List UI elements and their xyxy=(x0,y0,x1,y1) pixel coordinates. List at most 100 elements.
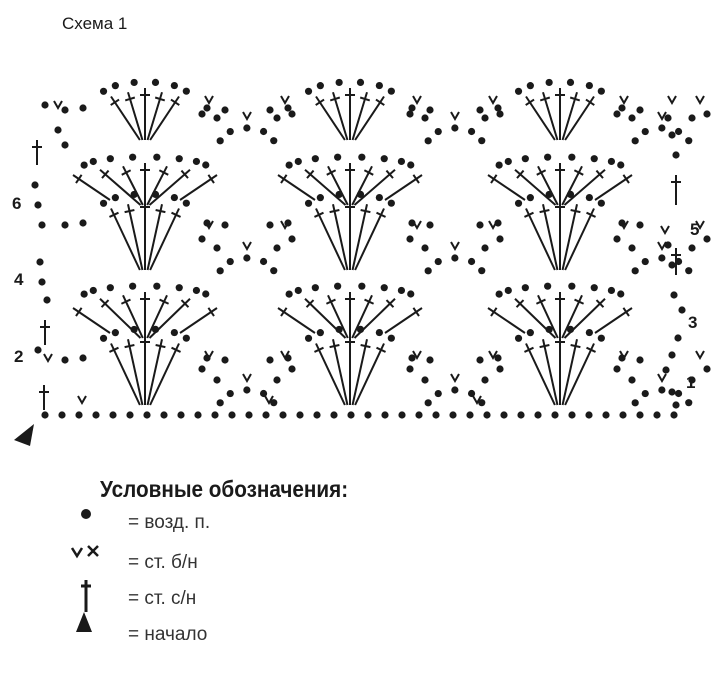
double-crochet-bar xyxy=(280,174,288,184)
chain-stitch xyxy=(216,267,224,275)
chain-stitch xyxy=(496,110,504,118)
chain-stitch xyxy=(203,104,211,112)
chain-stitch xyxy=(89,157,97,166)
chain-stitch xyxy=(504,157,512,166)
single-crochet-v xyxy=(695,350,705,361)
chain-stitch xyxy=(678,306,686,314)
single-crochet-v xyxy=(619,350,629,361)
chain-stitch xyxy=(398,411,406,419)
legend-item-double-crochet: = ст. с/н xyxy=(128,588,197,609)
chain-stitch xyxy=(406,235,414,243)
chain-stitch xyxy=(111,194,119,202)
single-crochet-v xyxy=(412,95,422,106)
chain-stitch xyxy=(288,365,296,373)
chain-stitch xyxy=(270,399,278,407)
chain-stitch xyxy=(375,193,383,202)
single-crochet-v xyxy=(264,395,274,406)
double-crochet-bar xyxy=(412,307,420,317)
double-crochet-bar xyxy=(490,307,498,317)
chain-stitch xyxy=(421,376,429,384)
chain-stitch xyxy=(613,365,621,373)
chain-stitch xyxy=(202,290,210,298)
legend-heading: Условные обозначения: xyxy=(100,476,349,502)
single-crochet-v xyxy=(619,220,629,231)
chain-stitch xyxy=(259,389,268,398)
chain-stitch xyxy=(476,221,484,229)
chain-stitch xyxy=(517,411,525,419)
chain-stitch xyxy=(424,267,432,275)
chain-stitch xyxy=(636,411,644,419)
chain-stitch xyxy=(79,354,87,362)
chain-stitch xyxy=(381,411,389,419)
single-crochet-v xyxy=(450,241,460,252)
chain-stitch xyxy=(426,221,434,229)
chain-stitch xyxy=(285,290,293,298)
double-crochet-bar xyxy=(363,169,374,176)
chain-stitch xyxy=(279,411,287,419)
chain-stitch xyxy=(483,411,491,419)
chain-stitch xyxy=(243,124,251,132)
chain-stitch xyxy=(703,365,711,373)
chain-stitch xyxy=(406,365,414,373)
double-crochet-bar xyxy=(536,169,547,176)
diagram-title: Схема 1 xyxy=(62,14,128,33)
chain-dot-icon xyxy=(81,509,91,519)
double-crochet xyxy=(542,339,559,406)
chain-stitch xyxy=(316,329,324,337)
double-crochet-bar xyxy=(306,169,315,179)
chain-stitch xyxy=(170,193,178,202)
chain-stitch xyxy=(703,235,711,243)
double-crochet-bar xyxy=(360,209,371,214)
chain-stitch xyxy=(408,354,416,362)
chain-stitch xyxy=(545,78,553,87)
double-crochet-bar xyxy=(158,169,169,176)
single-crochet-v xyxy=(204,350,214,361)
double-crochet-bar xyxy=(376,346,386,353)
single-crochet-v-icon xyxy=(70,547,84,559)
chain-stitch xyxy=(607,286,616,295)
double-crochet-bar xyxy=(100,299,110,308)
chain-stitch xyxy=(43,296,51,304)
chain-stitch xyxy=(375,328,383,337)
chain-stitch xyxy=(617,161,625,169)
chain-stitch xyxy=(245,411,253,419)
double-crochet-bar xyxy=(124,209,135,214)
double-crochet xyxy=(110,343,141,406)
double-crochet xyxy=(561,339,578,406)
double-crochet-bar xyxy=(124,96,136,102)
chain-stitch xyxy=(397,157,406,166)
double-crochet-bar xyxy=(574,298,585,305)
double-crochet xyxy=(354,208,385,271)
double-crochet-bar xyxy=(101,169,110,179)
chain-stitch xyxy=(628,244,636,252)
chain-stitch xyxy=(613,110,621,118)
chain-stitch xyxy=(130,78,138,87)
single-crochet-v xyxy=(204,95,214,106)
double-crochet xyxy=(525,208,556,271)
chain-stitch xyxy=(316,194,324,202)
double-crochet-bar xyxy=(570,209,581,214)
double-crochet-bar xyxy=(385,169,394,179)
chain-stitch xyxy=(426,106,434,114)
double-crochet-bar xyxy=(75,174,83,184)
row-number-1: 1 xyxy=(686,373,696,392)
double-crochet-bar xyxy=(180,299,190,308)
chain-stitch xyxy=(311,155,319,163)
double-crochet xyxy=(563,168,606,206)
legend-item-start: = начало xyxy=(128,624,208,645)
chain-stitch xyxy=(221,221,229,229)
single-crochet-v xyxy=(488,350,498,361)
double-crochet-bar xyxy=(585,98,595,106)
double-crochet-bar xyxy=(325,298,336,305)
double-crochet-bar xyxy=(109,346,119,353)
double-crochet-bar xyxy=(586,211,596,218)
chain-stitch xyxy=(198,110,206,118)
chain-stitch xyxy=(61,141,69,149)
chain-stitch xyxy=(636,356,644,364)
single-crochet-v xyxy=(242,111,252,122)
chain-stitch xyxy=(585,81,593,90)
single-crochet-v xyxy=(660,225,670,236)
chain-stitch xyxy=(270,267,278,275)
chain-stitch xyxy=(636,221,644,229)
double-crochet-bar xyxy=(207,174,215,184)
